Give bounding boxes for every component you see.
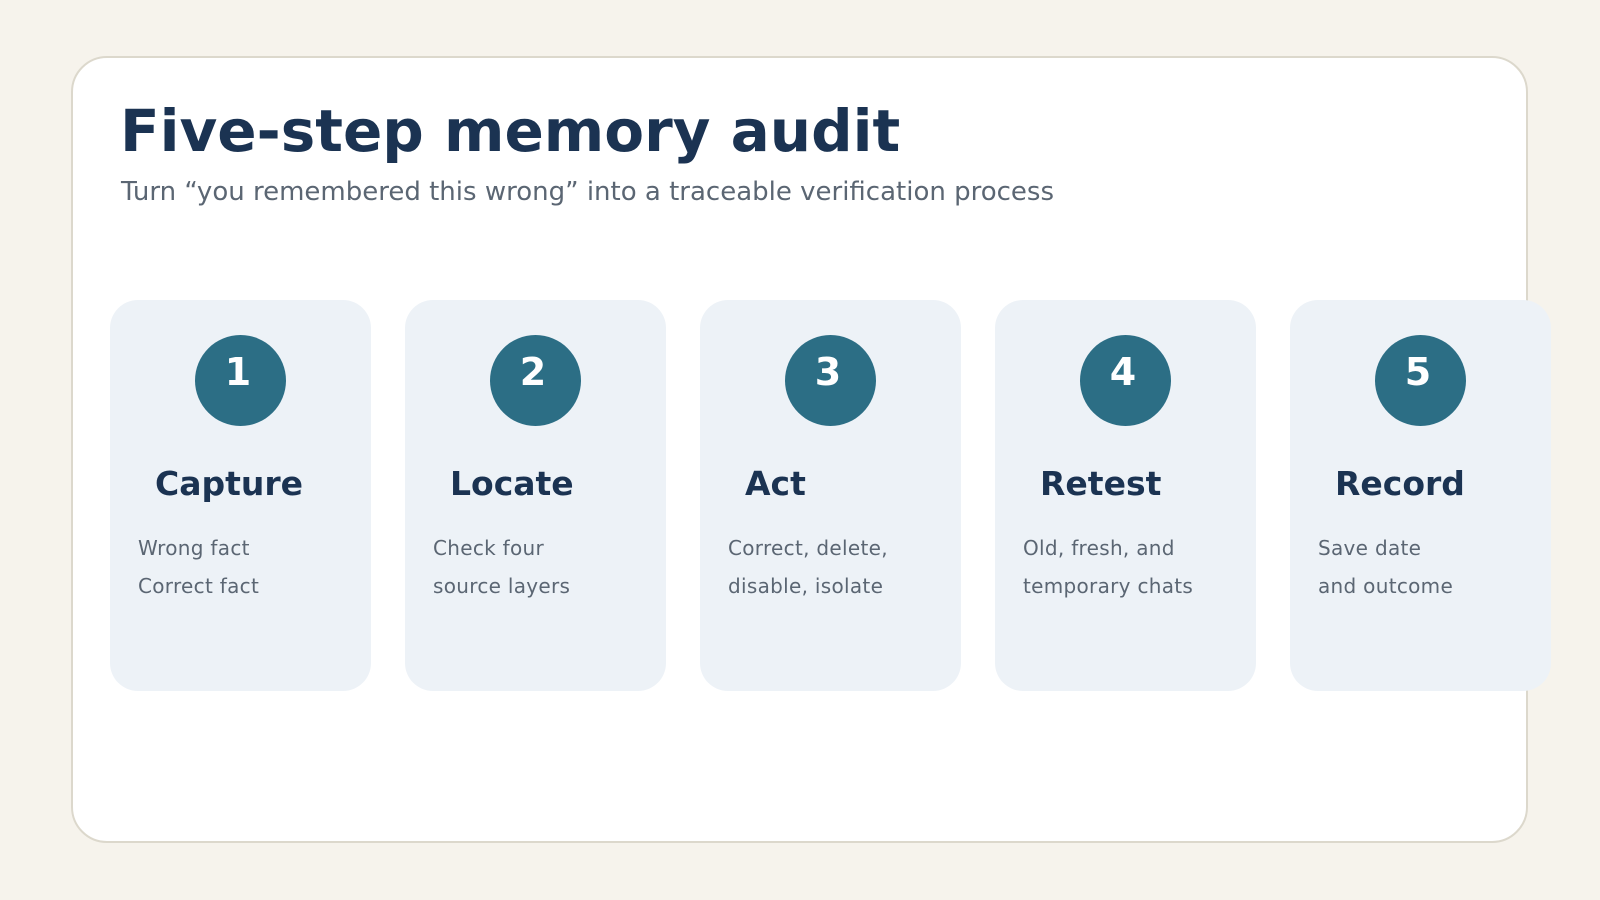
step-description-line: Old, fresh, and — [1023, 536, 1175, 560]
step-number: 4 — [1109, 350, 1137, 394]
step-card-retest: 4 Retest Old, fresh, and temporary chats — [995, 300, 1256, 691]
step-description-line: temporary chats — [1023, 574, 1194, 598]
step-number: 5 — [1404, 350, 1432, 394]
step-card-capture: 1 Capture Wrong fact Correct fact — [110, 300, 371, 691]
step-description-line: disable, isolate — [728, 574, 884, 598]
step-number: 2 — [519, 350, 547, 394]
step-title: Retest — [1040, 464, 1162, 503]
step-description-line: Save date — [1318, 536, 1422, 560]
step-description-line: Wrong fact — [138, 536, 250, 560]
step-description-line: source layers — [433, 574, 571, 598]
step-title: Act — [745, 464, 806, 503]
step-number: 1 — [224, 350, 252, 394]
step-number-badge: 5 — [1375, 335, 1466, 426]
step-card-act: 3 Act Correct, delete, disable, isolate — [700, 300, 961, 691]
slide-subtitle: Turn “you remembered this wrong” into a … — [121, 177, 1055, 207]
step-number-badge: 2 — [490, 335, 581, 426]
step-number-badge: 3 — [785, 335, 876, 426]
step-description-line: Check four — [433, 536, 545, 560]
slide-title: Five-step memory audit — [120, 97, 901, 165]
step-description-line: and outcome — [1318, 574, 1454, 598]
step-title: Record — [1335, 464, 1465, 503]
step-number: 3 — [814, 350, 842, 394]
step-title: Capture — [155, 464, 304, 503]
step-description-line: Correct, delete, — [728, 536, 888, 560]
step-number-badge: 4 — [1080, 335, 1171, 426]
step-card-record: 5 Record Save date and outcome — [1290, 300, 1551, 691]
step-description-line: Correct fact — [138, 574, 260, 598]
step-card-locate: 2 Locate Check four source layers — [405, 300, 666, 691]
step-title: Locate — [450, 464, 574, 503]
step-number-badge: 1 — [195, 335, 286, 426]
